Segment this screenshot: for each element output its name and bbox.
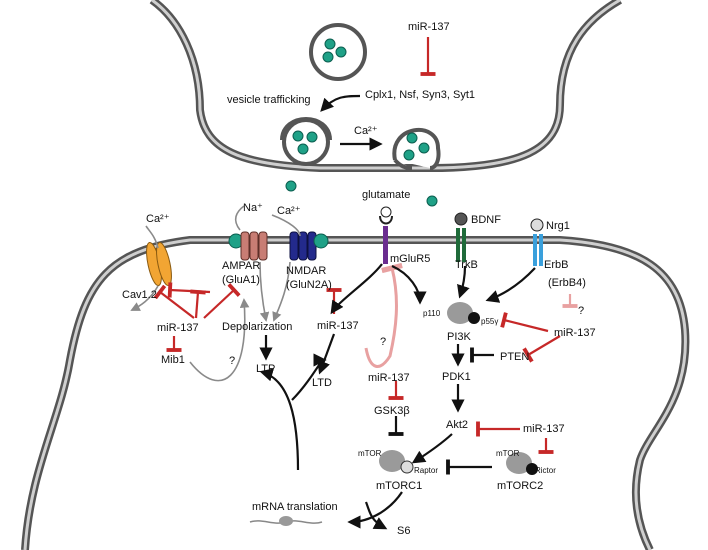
label-ca-post: Ca²⁺: [277, 205, 301, 217]
label-pten: PTEN: [500, 351, 529, 363]
label-erbb: ErbB: [544, 259, 568, 271]
label-depolarization: Depolarization: [222, 321, 292, 333]
label-cav12: Cav1.2: [122, 289, 157, 301]
label-bdnf: BDNF: [471, 214, 501, 226]
label-mir137-left: miR-137: [157, 322, 199, 334]
label-akt2: Akt2: [446, 419, 468, 431]
cav12-channel: [145, 225, 172, 287]
label-mir137-akt: miR-137: [523, 423, 565, 435]
label-trkb: TrkB: [455, 259, 478, 271]
trkb-receptor: [454, 212, 468, 262]
label-mtorc1: mTORC1: [376, 480, 422, 492]
label-mir137-mid: miR-137: [317, 320, 359, 332]
mglur5-receptor: [379, 206, 393, 264]
label-ca-pre: Ca²⁺: [354, 125, 378, 137]
label-ca-cav: Ca²⁺: [146, 213, 170, 225]
label-erbb4: (ErbB4): [548, 277, 586, 289]
presynaptic-membrane: [149, 0, 622, 172]
label-glun2a: (GluN2A): [286, 279, 332, 291]
label-mrna-translation: mRNA translation: [252, 501, 338, 513]
label-q-left: ?: [229, 355, 235, 367]
label-rictor: Rictor: [535, 466, 556, 475]
ribosome-mrna: [249, 516, 323, 526]
label-mib1: Mib1: [161, 354, 185, 366]
vesicle-top: [309, 23, 367, 81]
pi3k-complex: [447, 302, 480, 324]
label-mir137-right: miR-137: [554, 327, 596, 339]
label-pdk1: PDK1: [442, 371, 471, 383]
label-na: Na⁺: [243, 202, 263, 214]
label-mglur5: mGluR5: [390, 253, 430, 265]
postsynaptic-membrane: [21, 236, 690, 550]
label-q-right: ?: [578, 305, 584, 317]
label-mtor-1: mTOR: [358, 449, 382, 458]
label-s6: S6: [397, 525, 410, 537]
label-p110: p110: [423, 309, 441, 318]
label-ltd: LTD: [312, 377, 332, 389]
label-nmdar: NMDAR: [286, 265, 326, 277]
mtorc2-complex: [506, 452, 538, 475]
label-vesicle-trafficking: vesicle trafficking: [227, 94, 311, 106]
label-cplx: Cplx1, Nsf, Syn3, Syt1: [365, 89, 475, 101]
label-gsk3b: GSK3β: [374, 405, 410, 417]
label-nrg1: Nrg1: [546, 220, 570, 232]
label-mtor-2: mTOR: [496, 449, 520, 458]
glutamate-dot: [426, 195, 438, 207]
glutamate-dot: [285, 180, 297, 192]
label-ampar: AMPAR: [222, 260, 260, 272]
vesicle-fused: [392, 127, 441, 170]
label-mtorc2: mTORC2: [497, 480, 543, 492]
label-ltp: LTP: [256, 363, 275, 375]
vesicle-docked: [280, 117, 332, 166]
mtorc1-complex: [379, 450, 414, 474]
label-p55: p55γ: [481, 317, 498, 326]
label-raptor: Raptor: [414, 466, 438, 475]
ampar-receptor: [228, 231, 268, 261]
label-glutamate: glutamate: [362, 189, 410, 201]
nmdar-receptor: [289, 231, 329, 261]
erbb-receptor: [530, 218, 544, 266]
label-mir137-lower: miR-137: [368, 372, 410, 384]
label-glua1: (GluA1): [222, 274, 260, 286]
label-pi3k: PI3K: [447, 331, 472, 343]
label-q-mid: ?: [380, 336, 386, 348]
label-mir137-pre: miR-137: [408, 21, 450, 33]
